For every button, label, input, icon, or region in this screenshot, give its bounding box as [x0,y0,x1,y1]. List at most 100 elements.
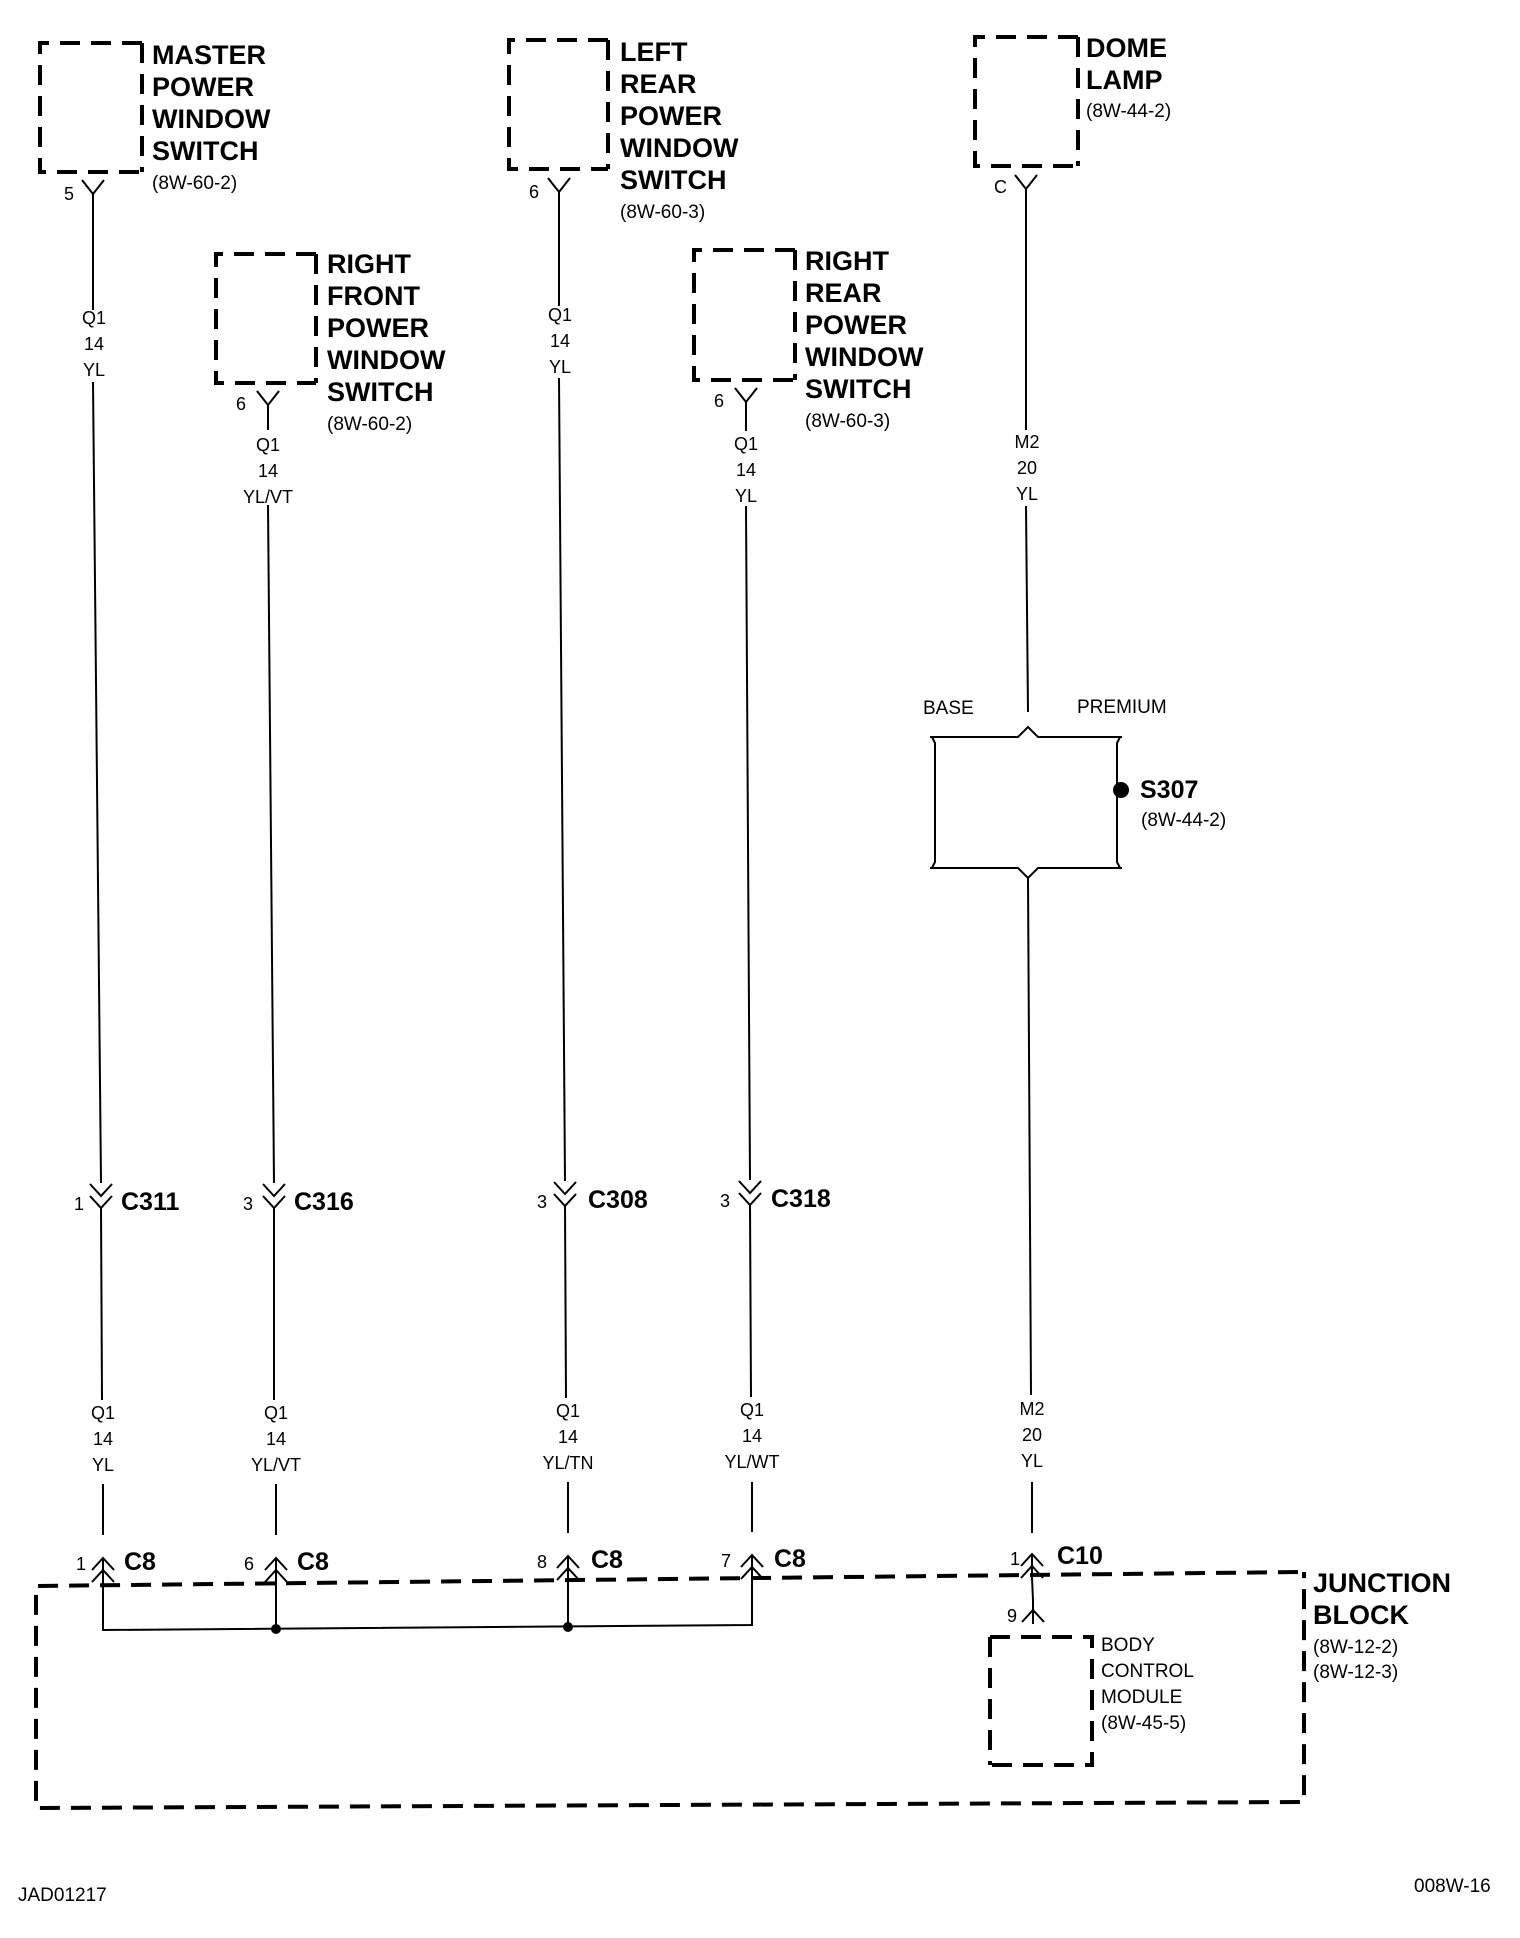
wire-gauge: 14 [266,1429,286,1449]
rr-wire-lower [749,1204,753,1532]
rr-switch-title-4: WINDOW [805,342,924,372]
connector-pin: 1 [1010,1549,1020,1569]
connector-pin: 8 [537,1552,547,1572]
wire-label-rr-lower: Q1 14 YL/WT [724,1400,779,1472]
wire-gauge: 20 [1017,458,1037,478]
wire-circuit: M2 [1014,432,1039,452]
rf-switch-title-1: RIGHT [327,249,412,279]
c10-to-bcm-wire [1031,1577,1034,1601]
wire-gauge: 14 [558,1427,578,1447]
wire-label-rf-lower: Q1 14 YL/VT [251,1403,301,1475]
rf-wire-lower [273,1208,277,1535]
splice-ref: (8W-44-2) [1141,810,1226,831]
wire-label-lr-lower: Q1 14 YL/TN [542,1401,593,1473]
connector-pin: 1 [74,1194,84,1214]
dome-lamp-pin-symbol [1014,174,1038,205]
connector-symbol [553,1181,577,1208]
master-switch-title-2: POWER [152,72,254,102]
wire-label-master-upper: Q1 14 YL [82,308,106,380]
dome-wire-upper [1025,205,1029,713]
footer-page-id: 008W-16 [1414,1876,1491,1897]
left-rear-power-window-switch: LEFT REAR POWER WINDOW SWITCH (8W-60-3) … [507,37,739,223]
wire-label-lr-upper: Q1 14 YL [548,305,572,377]
junction-block-title-2: BLOCK [1313,1600,1409,1630]
master-switch-pin-symbol [81,179,105,210]
lr-switch-title-4: WINDOW [620,133,739,163]
rr-switch-title-3: POWER [805,310,907,340]
lr-wire-lower [564,1205,569,1533]
rf-switch-title-5: SWITCH [327,377,433,407]
rf-wire-upper [267,420,275,1184]
splice-right-bracket [1116,736,1121,869]
wire-label-dome-lower: M2 20 YL [1019,1399,1044,1471]
connector-pin: 6 [244,1554,254,1574]
connector-symbol [262,1183,286,1210]
rr-wire-upper [745,418,751,1181]
wire-circuit: M2 [1019,1399,1044,1419]
wire-gauge: 20 [1022,1425,1042,1445]
wire-circuit: Q1 [264,1403,288,1423]
wire-circuit: Q1 [91,1403,115,1423]
bcm-title-2: CONTROL [1101,1661,1194,1682]
lr-switch-title-3: POWER [620,101,722,131]
junction-block-ref-2: (8W-12-3) [1313,1662,1398,1683]
bcm-pin: 9 [1007,1606,1017,1626]
connector-name: C10 [1057,1542,1103,1570]
lr-wire-upper [558,208,566,1182]
wire-circuit: Q1 [256,435,280,455]
wire-color: YL/VT [251,1455,301,1475]
junction-connector-c10: 1 C10 [1010,1542,1103,1579]
connector-symbol [738,1180,762,1207]
lr-switch-title-2: REAR [620,69,697,99]
master-switch-title-3: WINDOW [152,104,271,134]
wire-color: YL/WT [724,1452,779,1472]
connector-symbol [91,1556,115,1583]
splice-s307: BASE PREMIUM S307 (8W-44-2) [923,697,1226,880]
wire-gauge: 14 [84,334,104,354]
lr-switch-title-5: SWITCH [620,165,726,195]
dome-lamp-ref: (8W-44-2) [1086,101,1171,122]
wire-color: YL/VT [243,487,293,507]
body-control-module: BODY CONTROL MODULE (8W-45-5) [988,1635,1194,1767]
dome-wire-lower [1027,877,1033,1533]
lr-switch-ref: (8W-60-3) [620,202,705,223]
rf-switch-title-3: POWER [327,313,429,343]
wire-label-master-lower: Q1 14 YL [91,1403,115,1475]
wire-color: YL [549,357,571,377]
splice-name: S307 [1140,776,1198,804]
dome-lamp-title-1: DOME [1086,33,1167,63]
master-switch-pin: 5 [64,184,74,204]
connector-symbol [556,1554,580,1581]
inline-connector-c316: 3 C316 [243,1183,354,1216]
bcm-title-3: MODULE [1101,1687,1182,1708]
connector-name: C308 [588,1186,648,1214]
connector-name: C8 [297,1548,329,1576]
bcm-ref: (8W-45-5) [1101,1713,1186,1734]
inline-connector-c311: 1 C311 [74,1183,179,1216]
right-rear-power-window-switch: RIGHT REAR POWER WINDOW SWITCH (8W-60-3)… [692,246,924,432]
junction-block: JUNCTION BLOCK (8W-12-2) (8W-12-3) 9 [34,1568,1451,1811]
lr-switch-pin-symbol [547,177,571,208]
wire-gauge: 14 [258,461,278,481]
master-switch-title-4: SWITCH [152,136,258,166]
rf-switch-title-4: WINDOW [327,345,446,375]
wire-label-dome-upper: M2 20 YL [1014,432,1039,504]
bus-junction-dot [563,1622,573,1632]
wire-gauge: 14 [93,1429,113,1449]
connector-symbol [264,1556,288,1583]
rf-switch-title-2: FRONT [327,281,420,311]
connector-name: C8 [591,1546,623,1574]
wire-gauge: 14 [742,1426,762,1446]
wire-circuit: Q1 [548,305,572,325]
footer-figure-id: JAD01217 [18,1885,107,1906]
junction-connector-c8-pin8: 8 C8 [537,1546,623,1581]
wire-color: YL [735,486,757,506]
connector-name: C318 [771,1185,831,1213]
splice-left-bracket [931,736,936,869]
rr-switch-pin: 6 [714,391,724,411]
rr-switch-title-2: REAR [805,278,882,308]
junction-connector-c8-pin7: 7 C8 [721,1545,806,1580]
rf-switch-ref: (8W-60-2) [327,414,412,435]
master-switch-title-1: MASTER [152,40,266,70]
rf-switch-pin: 6 [236,394,246,414]
